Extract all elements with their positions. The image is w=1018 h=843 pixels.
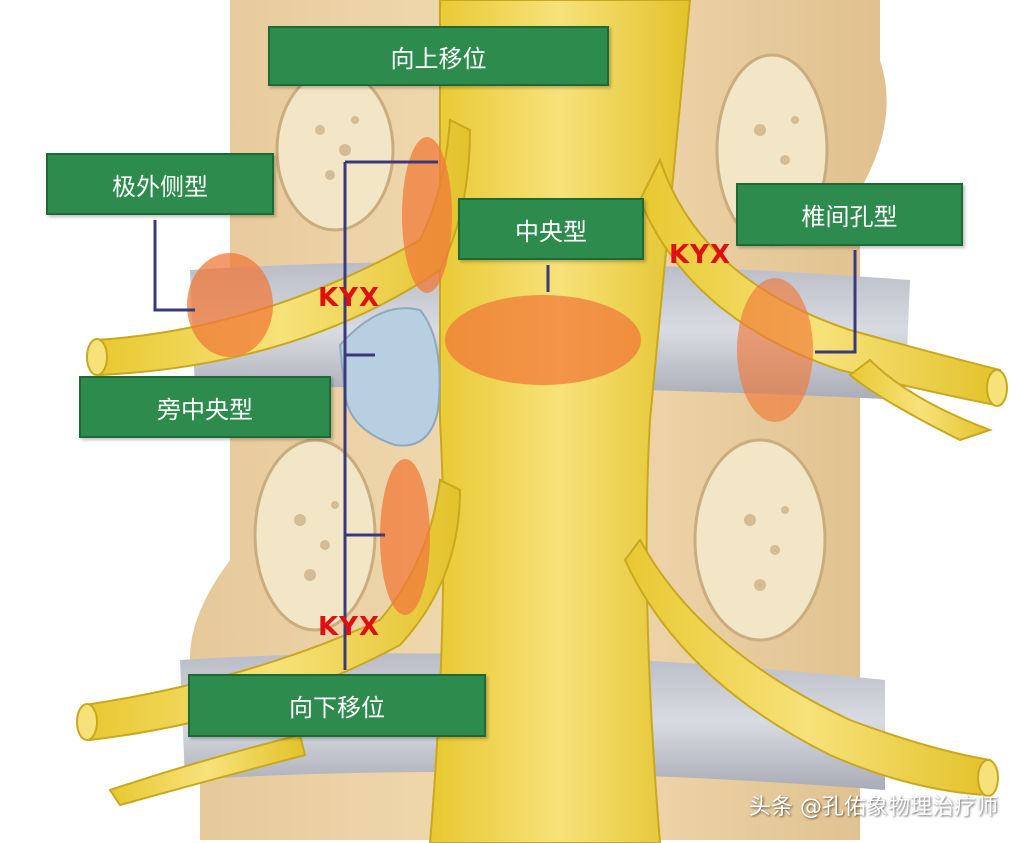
kyx-marker: KYX xyxy=(669,240,731,270)
watermark: 头条 @孔佑象物理治疗师 xyxy=(749,789,998,821)
lesion-downward xyxy=(380,459,430,615)
label-upward: 向上移位 xyxy=(268,26,609,86)
kyx-marker: KYX xyxy=(318,283,380,313)
label-central: 中央型 xyxy=(458,198,644,260)
label-paracentral: 旁中央型 xyxy=(79,376,331,438)
lesion-far-lateral xyxy=(187,253,273,357)
lesion-central xyxy=(445,295,641,385)
bone-body-lower-right xyxy=(695,440,825,640)
bone-body-upper-left xyxy=(277,70,393,230)
label-foraminal: 椎间孔型 xyxy=(736,183,963,246)
lesion-foraminal xyxy=(737,278,813,422)
lesion-upward xyxy=(402,137,452,293)
label-downward: 向下移位 xyxy=(188,674,486,737)
kyx-marker: KYX xyxy=(318,612,380,642)
label-far-lateral: 极外侧型 xyxy=(46,153,274,215)
